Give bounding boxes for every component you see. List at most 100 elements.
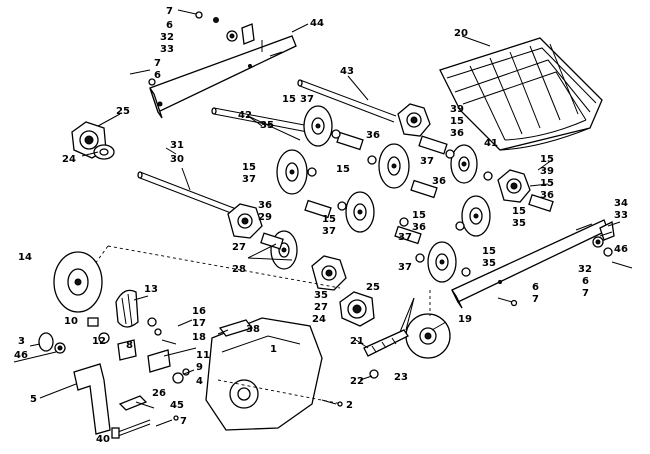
upper-bolt-hardware xyxy=(129,9,255,86)
callout: 35 xyxy=(482,258,496,269)
callout: 37 xyxy=(322,226,336,237)
callout: 17 xyxy=(192,318,206,329)
callout: 13 xyxy=(144,284,158,295)
brake-caliper xyxy=(115,289,139,328)
brake-lever-parts xyxy=(117,339,190,411)
callout: 42 xyxy=(238,110,252,121)
callout: 15 xyxy=(482,246,496,257)
idler-wheel-1 xyxy=(303,105,333,147)
callout: 36 xyxy=(432,176,446,187)
callout: 15 xyxy=(282,94,296,105)
drive-sprocket-right-lower xyxy=(497,169,531,203)
callout: 10 xyxy=(64,316,78,327)
rear-axle xyxy=(297,79,397,123)
chaincase-bracket xyxy=(218,319,254,337)
callout-numbers: 7 6 32 33 44 20 7 6 43 25 24 42 35 15 37… xyxy=(14,6,628,445)
bracket-bolt xyxy=(111,419,151,439)
callout: 33 xyxy=(614,210,628,221)
callout: 46 xyxy=(14,350,28,361)
callout: 3 xyxy=(18,336,25,347)
callout: 35 xyxy=(314,290,328,301)
callout: 25 xyxy=(116,106,130,117)
caliper-hardware xyxy=(147,317,177,345)
callout: 7 xyxy=(166,6,173,17)
callout: 41 xyxy=(484,138,498,149)
track xyxy=(439,37,603,151)
left-slide-rail xyxy=(149,35,297,119)
brake-bracket xyxy=(73,363,111,435)
washers xyxy=(307,129,493,277)
callout: 6 xyxy=(154,70,161,81)
brake-disc xyxy=(53,251,103,313)
leader-lines xyxy=(13,23,621,409)
callout: 35 xyxy=(512,218,526,229)
callout: 7 xyxy=(154,58,161,69)
drive-sprocket-left xyxy=(227,203,263,239)
callout: 24 xyxy=(312,314,326,325)
callout: 7 xyxy=(180,416,187,427)
callout: 39 xyxy=(540,166,554,177)
callout: 27 xyxy=(314,302,328,313)
callout: 15 xyxy=(412,210,426,221)
callout: 30 xyxy=(170,154,184,165)
drive-sprocket-right-upper xyxy=(397,103,431,137)
nut-washer xyxy=(38,332,66,354)
spacer-tubes xyxy=(260,131,554,250)
idler-wheel-4 xyxy=(450,144,478,184)
brake-pads xyxy=(87,317,110,344)
callout: 9 xyxy=(196,362,203,373)
callout: 37 xyxy=(300,94,314,105)
bearing-housing-left xyxy=(71,121,115,160)
callout: 36 xyxy=(258,200,272,211)
callout: 45 xyxy=(170,400,184,411)
callout: 15 xyxy=(540,178,554,189)
callout: 46 xyxy=(614,244,628,255)
callout: 11 xyxy=(196,350,210,361)
callout: 36 xyxy=(540,190,554,201)
callout: 14 xyxy=(18,252,32,263)
callout: 4 xyxy=(196,376,203,387)
idler-wheel-2 xyxy=(276,149,308,195)
callout: 27 xyxy=(232,242,246,253)
front-axle xyxy=(137,171,245,219)
callout: 15 xyxy=(242,162,256,173)
callout: 26 xyxy=(152,388,166,399)
callout: 37 xyxy=(242,174,256,185)
callout: 15 xyxy=(450,116,464,127)
callout: 12 xyxy=(92,336,106,347)
callout: 21 xyxy=(350,336,364,347)
callout: 15 xyxy=(540,154,554,165)
callout: 38 xyxy=(246,324,260,335)
drive-chain xyxy=(363,329,409,357)
callout: 24 xyxy=(62,154,76,165)
callout: 28 xyxy=(232,264,246,275)
callout: 37 xyxy=(420,156,434,167)
idler-wheel-7 xyxy=(427,241,457,283)
callout: 7 xyxy=(582,288,589,299)
callout: 15 xyxy=(322,214,336,225)
callout: 15 xyxy=(336,164,350,175)
callout: 36 xyxy=(366,130,380,141)
callout: 23 xyxy=(394,372,408,383)
callout: 6 xyxy=(532,282,539,293)
idler-wheel-3 xyxy=(378,143,410,189)
idler-wheel-6 xyxy=(461,195,491,237)
callout: 25 xyxy=(366,282,380,293)
callout: 22 xyxy=(350,376,364,387)
callout: 20 xyxy=(454,28,468,39)
callout: 15 xyxy=(512,206,526,217)
callout: 40 xyxy=(96,434,110,445)
idler-wheel-5 xyxy=(345,191,375,233)
callout: 35 xyxy=(260,120,274,131)
drive-sprocket-center xyxy=(311,255,347,291)
callout: 33 xyxy=(160,44,174,55)
callout: 18 xyxy=(192,332,206,343)
callout: 31 xyxy=(170,140,184,151)
callout: 29 xyxy=(258,212,272,223)
callout: 44 xyxy=(310,18,324,29)
bearing-housing-lower xyxy=(339,291,375,327)
callout: 39 xyxy=(450,104,464,115)
callout: 2 xyxy=(346,400,353,411)
